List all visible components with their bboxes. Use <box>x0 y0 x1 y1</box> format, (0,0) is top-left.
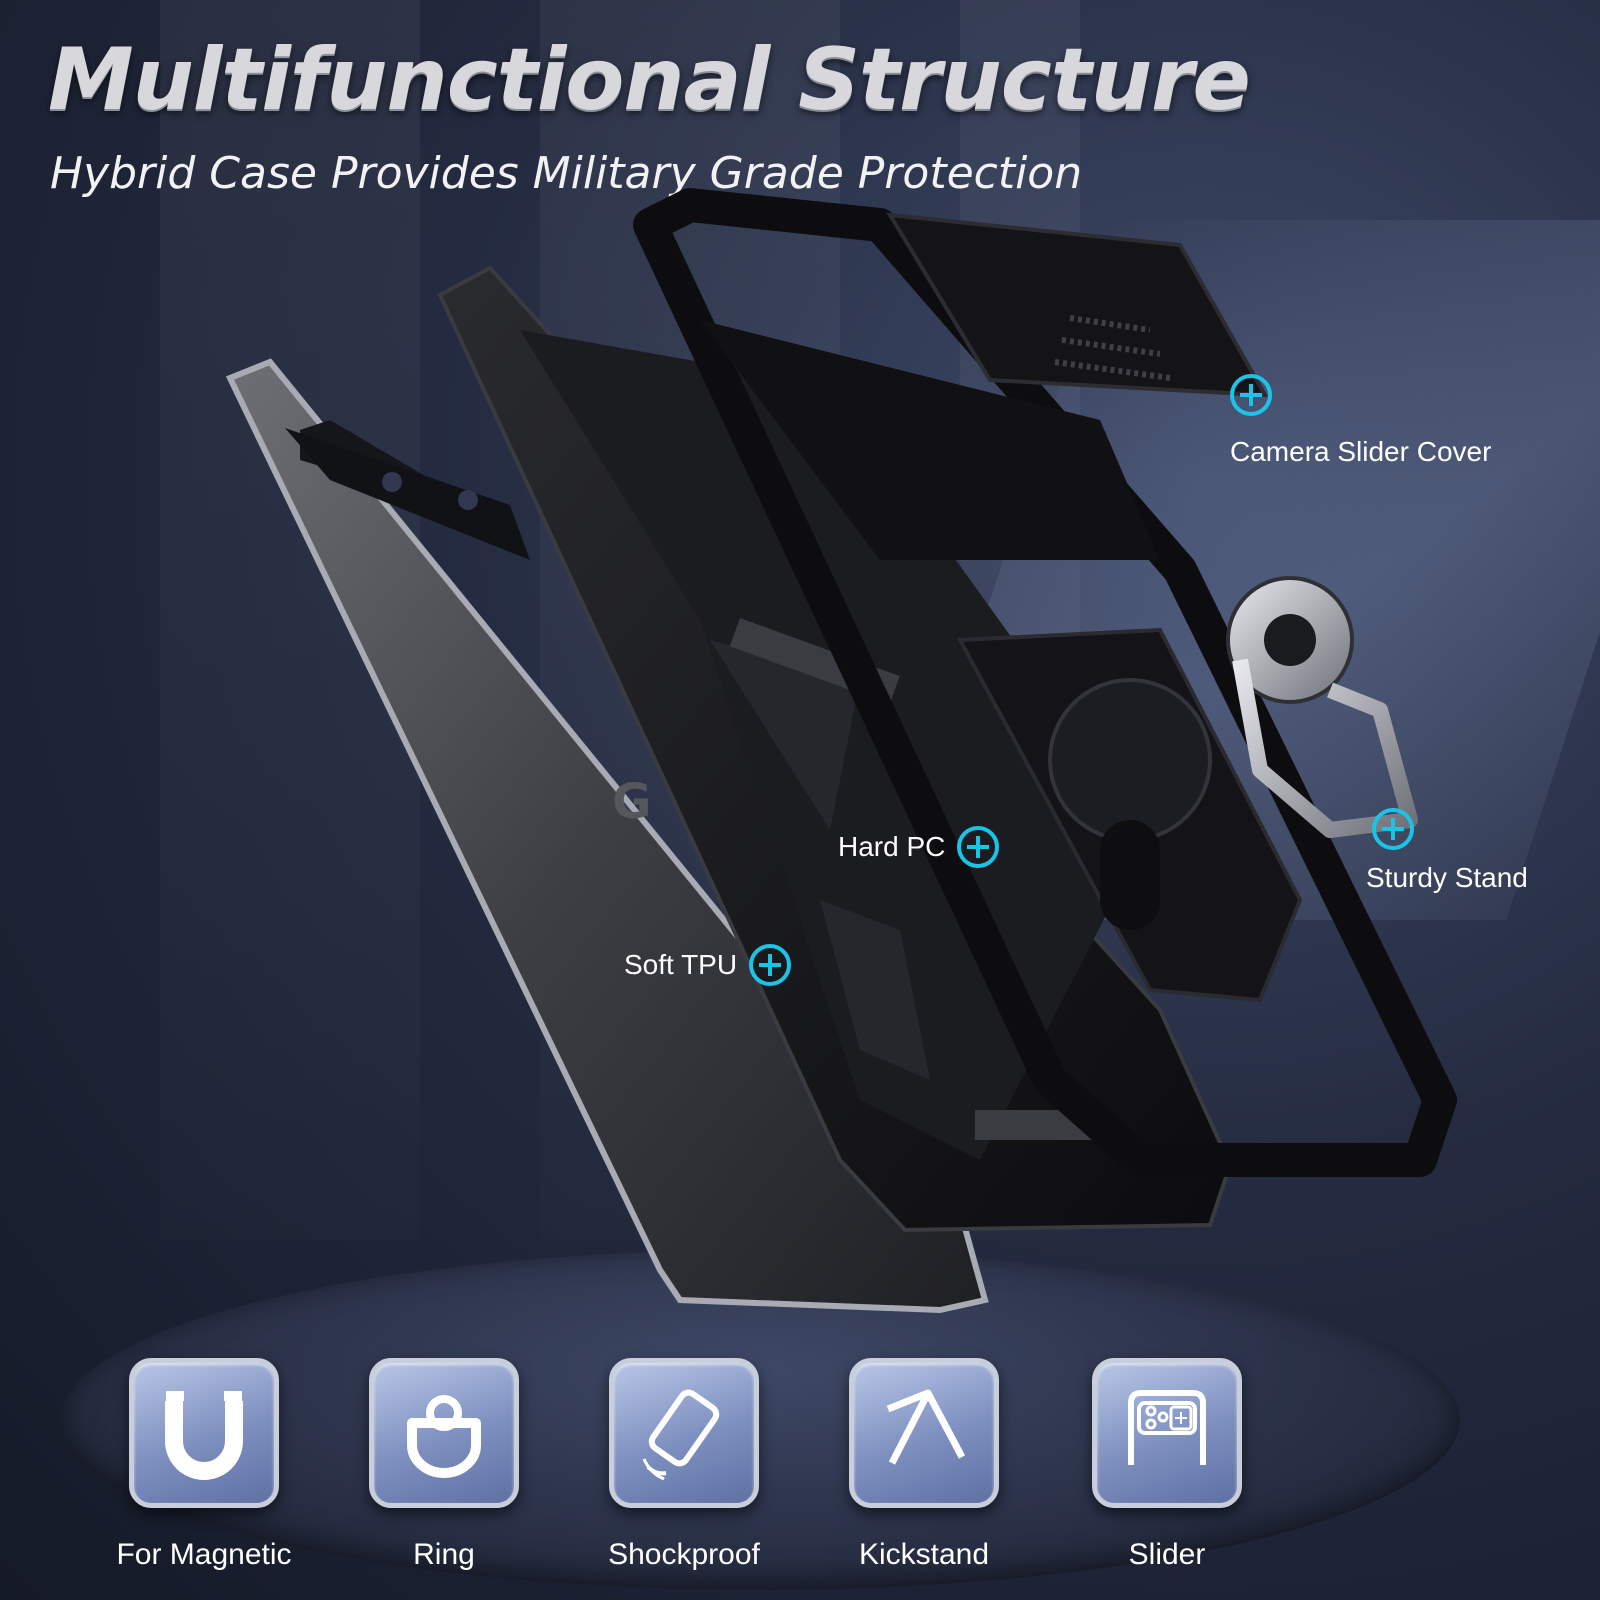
callout-label: Camera Slider Cover <box>1230 436 1492 467</box>
feature-tile <box>849 1358 999 1508</box>
feature-ring: Ring <box>329 1358 559 1572</box>
feature-label: Shockproof <box>608 1538 760 1571</box>
soft-tpu-callout: Soft TPU <box>624 944 792 986</box>
plus-icon <box>1372 808 1414 850</box>
feature-label: Slider <box>1128 1538 1206 1571</box>
feature-magnetic: For Magnetic <box>89 1358 319 1572</box>
feature-tile <box>1092 1358 1242 1508</box>
hard-pc-callout: Hard PC <box>838 826 1000 868</box>
feature-slider: Slider <box>1052 1358 1282 1572</box>
callout-label: Hard PC <box>838 831 946 862</box>
ring-stand <box>1226 576 1418 838</box>
page-subtitle: Hybrid Case Provides Military Grade Prot… <box>50 148 1083 199</box>
camera-slider-icon <box>1128 1390 1206 1465</box>
kickstand-icon <box>886 1389 966 1465</box>
feature-kickstand: Kickstand <box>809 1358 1039 1572</box>
plus-icon <box>1230 374 1272 416</box>
phone-body: G <box>225 358 989 1314</box>
feature-tile <box>609 1358 759 1508</box>
feature-label: Ring <box>413 1538 475 1571</box>
sturdy-stand-label-wrap: Sturdy Stand <box>1366 862 1528 894</box>
camera-slider-callout <box>1230 374 1272 416</box>
page-title: Multifunctional Structure <box>48 30 1251 130</box>
callout-label: Soft TPU <box>624 949 738 980</box>
feature-label: Kickstand <box>858 1538 990 1571</box>
feature-label: For Magnetic <box>116 1538 292 1571</box>
feature-tile <box>369 1358 519 1508</box>
svg-text:G: G <box>612 774 651 830</box>
callout-label: Sturdy Stand <box>1366 862 1528 893</box>
feature-shockproof: Shockproof <box>569 1358 799 1572</box>
camera-slider-cover <box>886 212 1269 398</box>
plus-icon <box>957 826 1000 868</box>
magnet-icon <box>165 1391 243 1480</box>
ring-holder-icon <box>407 1395 481 1478</box>
plus-icon <box>749 944 792 986</box>
hard-pc-frame <box>633 188 1457 1177</box>
camera-slider-label-wrap: Camera Slider Cover <box>1230 436 1491 468</box>
shockproof-phone-icon <box>642 1389 720 1481</box>
feature-tile <box>129 1358 279 1508</box>
sturdy-stand-callout <box>1372 808 1414 850</box>
